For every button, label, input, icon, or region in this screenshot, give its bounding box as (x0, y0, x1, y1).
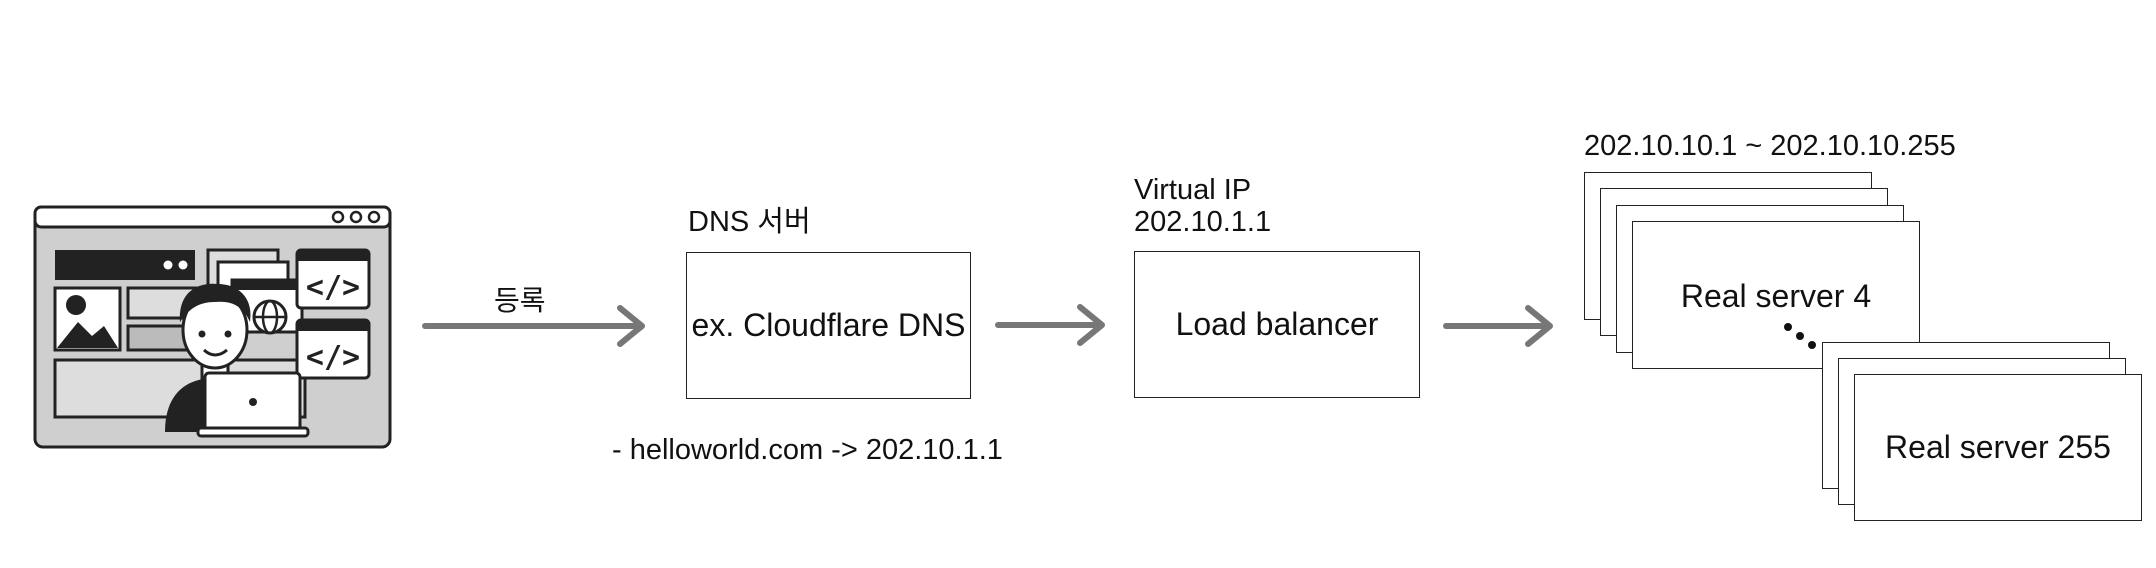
real-server-255-label: Real server 255 (1885, 429, 2111, 465)
ellipsis-dot (1796, 332, 1804, 340)
ellipsis-dot (1808, 341, 1816, 349)
load-balancer-label: Load balancer (1175, 306, 1379, 342)
window-dot-icon (331, 210, 345, 224)
svg-text:</>: </> (306, 270, 360, 305)
dns-server-box: ex. Cloudflare DNS (686, 252, 971, 399)
svg-text:</>: </> (306, 340, 360, 375)
ellipsis-dot (1784, 323, 1792, 331)
window-dot-icon (367, 210, 381, 224)
dns-record-text: - helloworld.com -> 202.10.1.1 (612, 434, 1003, 466)
virtual-ip-value: 202.10.1.1 (1134, 206, 1272, 238)
laptop-icon (196, 371, 310, 438)
server-ip-range: 202.10.10.1 ~ 202.10.10.255 (1584, 130, 1956, 162)
client-illustration: </> </> (33, 205, 392, 449)
real-server-4-label: Real server 4 (1680, 278, 1872, 314)
virtual-ip-label: Virtual IP (1134, 174, 1252, 206)
window-dot-icon (349, 210, 363, 224)
browser-titlebar (33, 205, 392, 229)
register-label: 등록 (494, 285, 546, 316)
load-balancer-box: Load balancer (1134, 251, 1420, 398)
dns-server-label: ex. Cloudflare DNS (691, 307, 966, 343)
dns-server-title: DNS 서버 (688, 206, 811, 238)
real-server-255-box: Real server 255 (1854, 374, 2142, 521)
